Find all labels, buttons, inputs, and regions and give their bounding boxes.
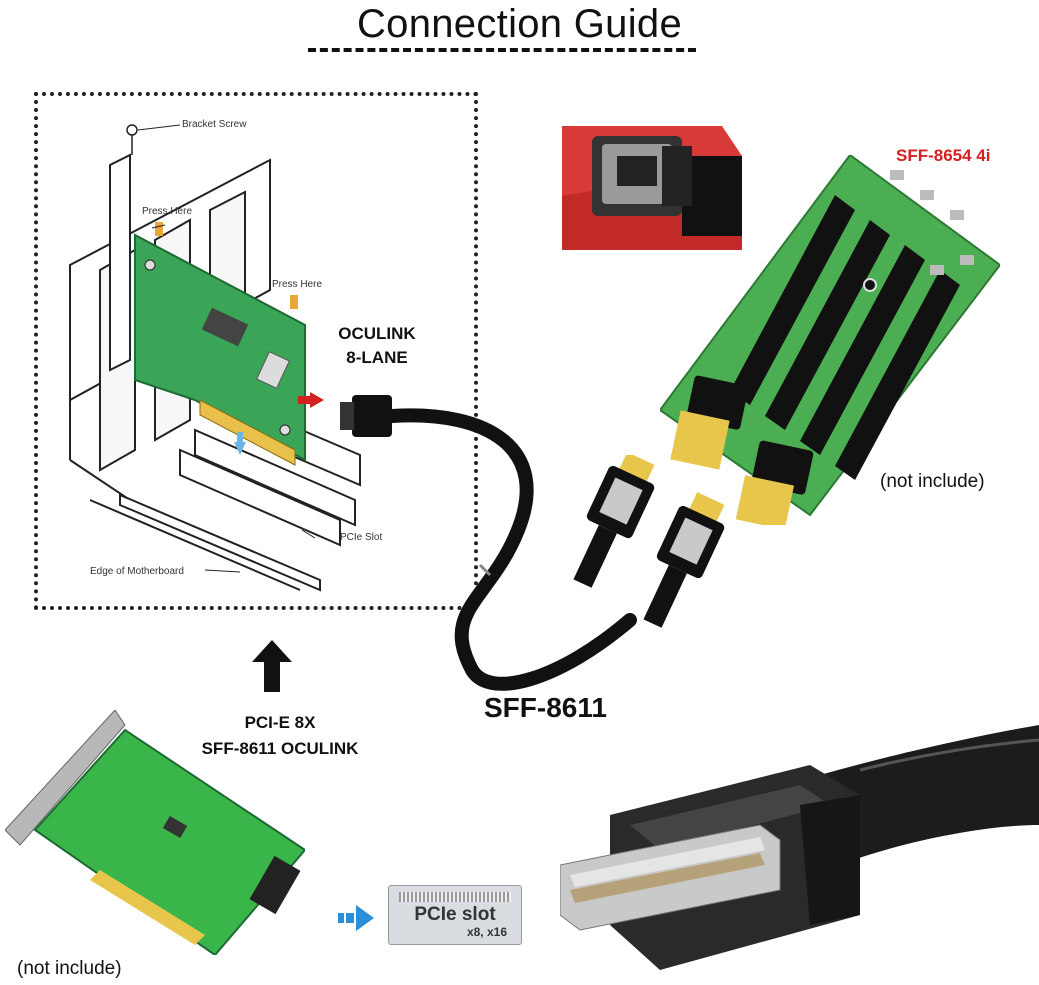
pcie-adapter-label: PCI-E 8X SFF-8611 OCULINK [160,710,400,762]
pcie-slot-graphic: PCIe slot x8, x16 [388,885,522,945]
not-include-left-label: (not include) [17,958,122,979]
pcie-slot-title: PCIe slot [414,904,496,925]
oculink-label-line2: 8-LANE [346,348,408,367]
not-include-right-label: (not include) [880,471,985,492]
up-arrow-icon [252,640,292,692]
pcie-adapter-label-line2: SFF-8611 OCULINK [201,739,359,758]
installation-diagram [69,124,361,592]
label-bracket-screw: Bracket Screw [182,119,247,130]
sff8611-connector-photo [560,725,1039,970]
pcie-slot-subtitle: x8, x16 [466,925,507,939]
sff8654-connector-photo [562,116,742,250]
installation-diagram-frame [34,92,478,610]
pcie-slot-pins [399,892,511,902]
sff8611-label: SFF-8611 [484,692,607,723]
label-pcie-slot-diagram: PCIe Slot [340,532,383,543]
riser-board-photo [660,155,1000,525]
pcie-adapter-label-line1: PCI-E 8X [244,713,316,732]
pcie-adapter-card-photo [5,710,305,955]
page-title: Connection Guide [356,2,682,46]
oculink-label: OCULINK 8-LANE [322,322,432,370]
label-edge-of-motherboard: Edge of Motherboard [90,566,184,577]
oculink-cable [340,395,637,691]
right-arrow-icon [338,905,374,931]
oculink-label-line1: OCULINK [338,324,416,343]
sff8654-plugs [573,455,725,628]
label-press-here-2: Press Here [272,279,323,290]
sff8654-label: SFF-8654 4i [896,146,991,165]
label-press-here-1: Press Here [142,206,193,217]
title-underline [308,48,696,52]
